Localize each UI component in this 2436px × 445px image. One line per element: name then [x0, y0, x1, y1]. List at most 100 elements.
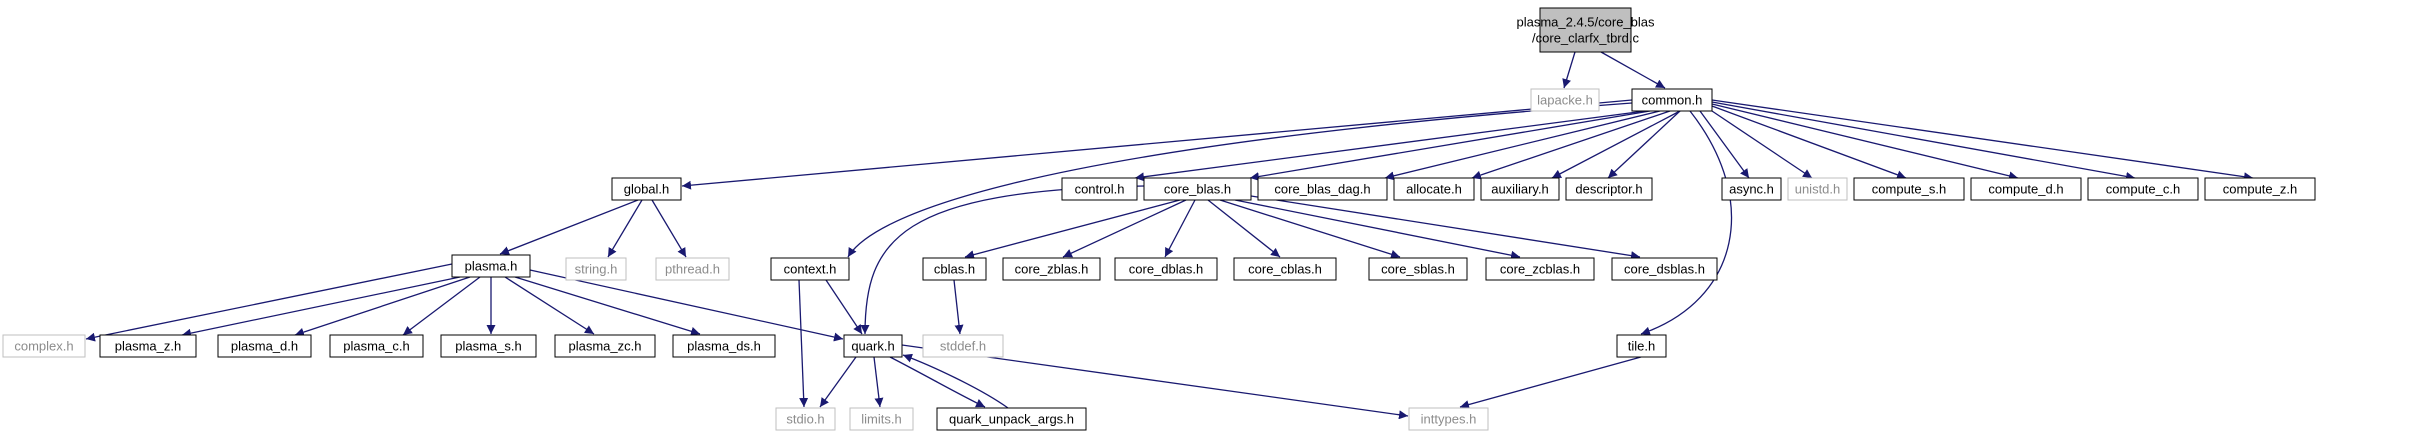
node-label: core_zblas.h — [1015, 262, 1089, 277]
node-box — [1393, 177, 1475, 201]
node-box — [440, 334, 537, 358]
node-label: plasma_ds.h — [687, 339, 761, 354]
node-core-blas[interactable]: core_blas.h — [1143, 177, 1252, 201]
edge-common-to-async — [1699, 110, 1750, 179]
node-label: context.h — [784, 262, 837, 277]
edge-common-to-allocate — [1471, 110, 1671, 180]
node-plasma-c[interactable]: plasma_c.h — [329, 334, 424, 358]
edge-common-to-compute_s — [1711, 105, 1907, 180]
edge-common-to-context — [847, 102, 1633, 258]
edge-quark-to-limits — [873, 356, 884, 408]
edge-core_blas-to-cblas — [964, 199, 1181, 260]
edge-common-to-control — [1134, 110, 1646, 182]
node-compute-c[interactable]: compute_c.h — [2087, 177, 2199, 201]
node-label: plasma_2.4.5/core_blas — [1516, 15, 1655, 30]
node-lapacke: lapacke.h — [1530, 88, 1600, 112]
node-box — [1530, 88, 1600, 112]
node-box — [2, 334, 86, 358]
node-label: quark.h — [851, 339, 894, 354]
node-box — [1368, 257, 1468, 281]
node-label: core_blas.h — [1164, 182, 1231, 197]
edge-root-to-lapacke — [1562, 51, 1576, 89]
node-box — [1631, 88, 1713, 112]
node-box — [1480, 177, 1560, 201]
edge-context-to-stdio — [798, 279, 809, 408]
node-allocate[interactable]: allocate.h — [1393, 177, 1475, 201]
node-cblas[interactable]: cblas.h — [922, 257, 987, 281]
node-plasma-ds[interactable]: plasma_ds.h — [672, 334, 776, 358]
node-descriptor[interactable]: descriptor.h — [1565, 177, 1653, 201]
node-label: unistd.h — [1795, 182, 1841, 197]
node-label: core_dsblas.h — [1624, 262, 1705, 277]
node-root[interactable]: plasma_2.4.5/core_blas/core_clarfx_tbrd.… — [1516, 7, 1655, 53]
node-limits: limits.h — [849, 407, 914, 431]
node-box — [1611, 257, 1718, 281]
node-box — [1485, 257, 1595, 281]
node-label: plasma_z.h — [115, 339, 181, 354]
node-label: core_dblas.h — [1129, 262, 1203, 277]
node-label: stddef.h — [940, 339, 986, 354]
node-string: string.h — [565, 257, 627, 281]
node-tile[interactable]: tile.h — [1616, 334, 1667, 358]
node-label: limits.h — [861, 412, 901, 427]
node-quark[interactable]: quark.h — [843, 334, 903, 358]
node-box — [655, 257, 730, 281]
node-box — [843, 334, 903, 358]
edge-common-to-global — [681, 99, 1633, 190]
node-common[interactable]: common.h — [1631, 88, 1713, 112]
node-box — [1787, 177, 1848, 201]
node-complex: complex.h — [2, 334, 86, 358]
node-core-dsblas[interactable]: core_dsblas.h — [1611, 257, 1718, 281]
edge-plasma-to-plasma_c — [402, 276, 481, 336]
node-core-dblas[interactable]: core_dblas.h — [1114, 257, 1218, 281]
node-box — [1143, 177, 1252, 201]
node-label: inttypes.h — [1421, 412, 1477, 427]
node-plasma-s[interactable]: plasma_s.h — [440, 334, 537, 358]
node-core-zcblas[interactable]: core_zcblas.h — [1485, 257, 1595, 281]
node-label: core_cblas.h — [1248, 262, 1322, 277]
node-label: plasma_zc.h — [569, 339, 642, 354]
node-box — [849, 407, 914, 431]
node-label: auxiliary.h — [1491, 182, 1549, 197]
node-label: cblas.h — [934, 262, 975, 277]
node-box — [1539, 7, 1632, 53]
edge-common-to-tile — [1640, 110, 1733, 336]
node-label: compute_s.h — [1872, 182, 1946, 197]
edge-quark_unpack_args-to-quark — [902, 353, 1009, 409]
node-plasma-z[interactable]: plasma_z.h — [99, 334, 197, 358]
node-compute-z[interactable]: compute_z.h — [2204, 177, 2316, 201]
edge-context-to-quark — [825, 279, 863, 335]
node-quark-unpack-args[interactable]: quark_unpack_args.h — [936, 407, 1087, 431]
node-core-sblas[interactable]: core_sblas.h — [1368, 257, 1468, 281]
edge-common-to-core_blas — [1249, 110, 1651, 181]
node-core-cblas[interactable]: core_cblas.h — [1233, 257, 1337, 281]
node-label: descriptor.h — [1575, 182, 1642, 197]
node-box — [922, 334, 1004, 358]
edge-global-to-plasma — [499, 199, 639, 255]
node-label: plasma_d.h — [231, 339, 298, 354]
edge-common-to-compute_z — [1711, 99, 2254, 182]
node-auxiliary[interactable]: auxiliary.h — [1480, 177, 1560, 201]
node-box — [936, 407, 1087, 431]
node-plasma-zc[interactable]: plasma_zc.h — [554, 334, 656, 358]
node-context[interactable]: context.h — [770, 257, 850, 281]
edge-core_blas-to-core_sblas — [1219, 199, 1401, 259]
node-box — [1408, 407, 1489, 431]
node-box — [2204, 177, 2316, 201]
node-plasma[interactable]: plasma.h — [451, 254, 531, 278]
node-plasma-d[interactable]: plasma_d.h — [217, 334, 312, 358]
node-box — [1970, 177, 2082, 201]
node-compute-d[interactable]: compute_d.h — [1970, 177, 2082, 201]
edge-core_blas-to-core_dsblas — [1250, 195, 1641, 261]
node-label: plasma_s.h — [455, 339, 521, 354]
edge-core_blas-to-core_cblas — [1207, 199, 1281, 258]
node-global[interactable]: global.h — [611, 177, 682, 201]
node-compute-s[interactable]: compute_s.h — [1853, 177, 1965, 201]
node-control[interactable]: control.h — [1061, 177, 1138, 201]
node-core-blas-dag[interactable]: core_blas_dag.h — [1257, 177, 1388, 201]
node-core-zblas[interactable]: core_zblas.h — [1002, 257, 1101, 281]
edge-common-to-unistd — [1711, 110, 1813, 179]
node-async[interactable]: async.h — [1721, 177, 1782, 201]
node-stddef: stddef.h — [922, 334, 1004, 358]
node-box — [1233, 257, 1337, 281]
